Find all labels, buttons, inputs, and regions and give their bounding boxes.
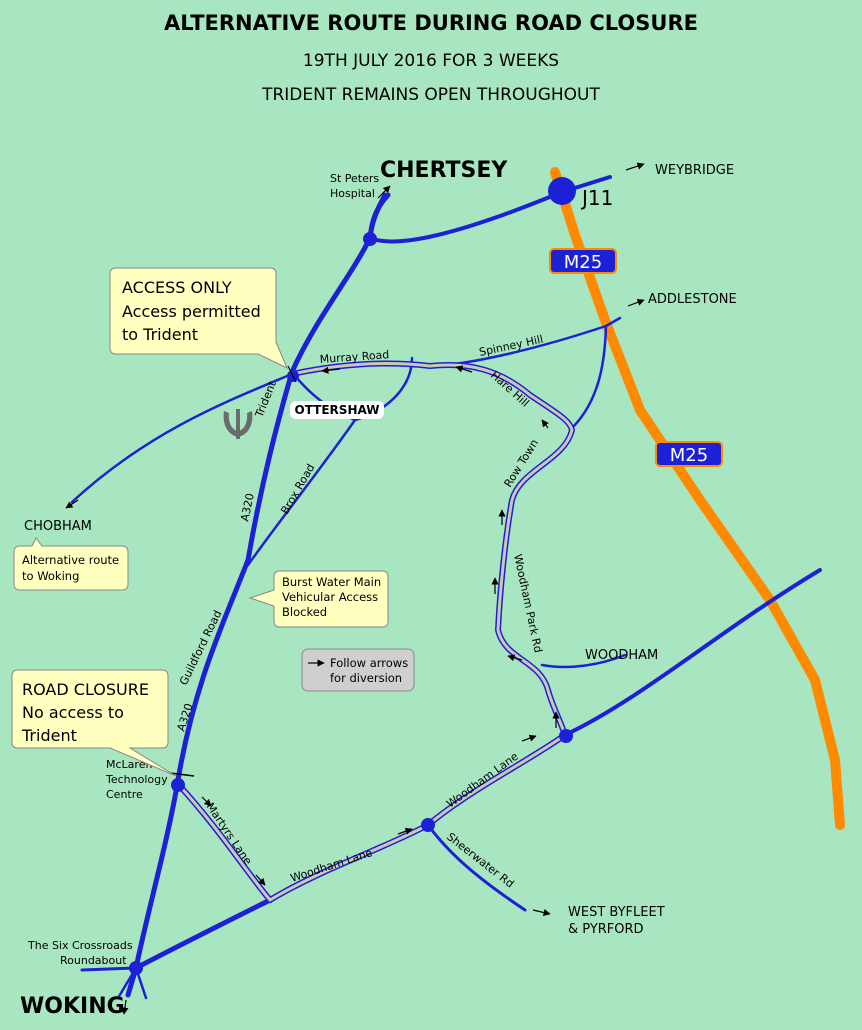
place-mclaren-line3: Centre [106, 788, 143, 801]
junction-woodham [559, 729, 573, 743]
m25-label-lower: M25 [670, 445, 708, 466]
trident-icon [223, 409, 253, 439]
callout-access-line3: to Trident [122, 325, 198, 344]
place-west-byfleet-line1: WEST BYFLEET [568, 905, 665, 920]
place-addlestone: ADDLESTONE [648, 292, 737, 307]
callout-closure-line1: ROAD CLOSURE [22, 680, 149, 699]
diversion-arrows [65, 162, 645, 1015]
road-a320 [125, 192, 388, 998]
callout-access-line1: ACCESS ONLY [122, 278, 232, 297]
callout-access-only: ACCESS ONLY Access permitted to Trident [109, 267, 288, 370]
place-west-byfleet-line2: & PYRFORD [568, 922, 644, 937]
callout-alt-route: Alternative route to Woking [13, 537, 129, 591]
callout-alt-line2: to Woking [22, 569, 79, 583]
junction-chertsey [363, 232, 377, 246]
arrow-icon [377, 185, 391, 199]
map-note: TRIDENT REMAINS OPEN THROUGHOUT [261, 85, 600, 105]
place-st-peters-line2: Hospital [330, 187, 375, 200]
callout-burst-line3: Blocked [282, 605, 327, 619]
arrow-icon [455, 365, 473, 373]
callout-road-closure: ROAD CLOSURE No access to Trident [11, 669, 177, 777]
access-mark-icon [287, 365, 297, 383]
junction-j11-icon [548, 177, 576, 205]
m25-shield-upper: M25 [549, 248, 617, 274]
callout-closure-line3: Trident [21, 726, 77, 745]
place-ottershaw: OTTERSHAW [295, 403, 380, 417]
legend-line2: for diversion [330, 671, 402, 685]
arrow-icon [397, 827, 413, 835]
place-chertsey: CHERTSEY [380, 158, 508, 183]
arrow-icon [532, 909, 551, 917]
road-label-a320-upper: A320 [238, 492, 257, 523]
callout-access-line2: Access permitted [122, 302, 261, 321]
junction-sheerwater [421, 818, 435, 832]
arrow-icon [541, 419, 549, 429]
place-st-peters-line1: St Peters [330, 172, 379, 185]
road-woodham-east [563, 568, 822, 737]
diversion-route [175, 360, 575, 903]
road-chertsey-j11 [368, 175, 612, 244]
road-chobham [70, 372, 294, 504]
map-subtitle: 19TH JULY 2016 FOR 3 WEEKS [303, 51, 559, 71]
callout-closure-line2: No access to [22, 703, 124, 722]
legend-line1: Follow arrows [330, 656, 408, 670]
junctions [129, 232, 573, 975]
place-mclaren-line2: Technology [105, 773, 168, 786]
arrow-icon [201, 796, 212, 807]
junction-mclaren [171, 778, 185, 792]
arrow-icon [521, 734, 537, 742]
arrow-icon [507, 654, 523, 662]
junction-j11-label: J11 [580, 186, 613, 210]
place-woodham: WOODHAM [585, 648, 658, 663]
arrow-icon [625, 162, 645, 171]
road-sheerwater [426, 823, 527, 912]
callout-alt-line1: Alternative route [22, 553, 119, 567]
ottershaw-badge [290, 401, 384, 419]
m25-label-upper: M25 [564, 252, 602, 273]
arrow-icon [321, 366, 341, 374]
callout-burst-line1: Burst Water Main [282, 575, 381, 589]
place-woking: WOKING [20, 994, 125, 1019]
place-six-crossroads-line1: The Six Crossroads [27, 939, 133, 952]
arrow-icon [255, 874, 266, 886]
place-weybridge: WEYBRIDGE [655, 163, 734, 178]
arrow-icon [627, 298, 645, 307]
road-brox [246, 370, 357, 567]
junction-six-crossroads [129, 961, 143, 975]
legend-box: Follow arrows for diversion [301, 648, 415, 692]
m25-shield-lower: M25 [655, 441, 723, 467]
place-chobham: CHOBHAM [24, 519, 92, 534]
arrow-icon [65, 499, 79, 509]
callout-burst-line2: Vehicular Access [282, 590, 378, 604]
map-title: ALTERNATIVE ROUTE DURING ROAD CLOSURE [164, 11, 698, 35]
place-six-crossroads-line2: Roundabout [60, 954, 127, 967]
arrow-icon [121, 999, 129, 1015]
closure-mark-icon [169, 772, 195, 777]
road-label-murray: Murray Road [319, 348, 389, 366]
callout-burst-main: Burst Water Main Vehicular Access Blocke… [248, 570, 389, 628]
